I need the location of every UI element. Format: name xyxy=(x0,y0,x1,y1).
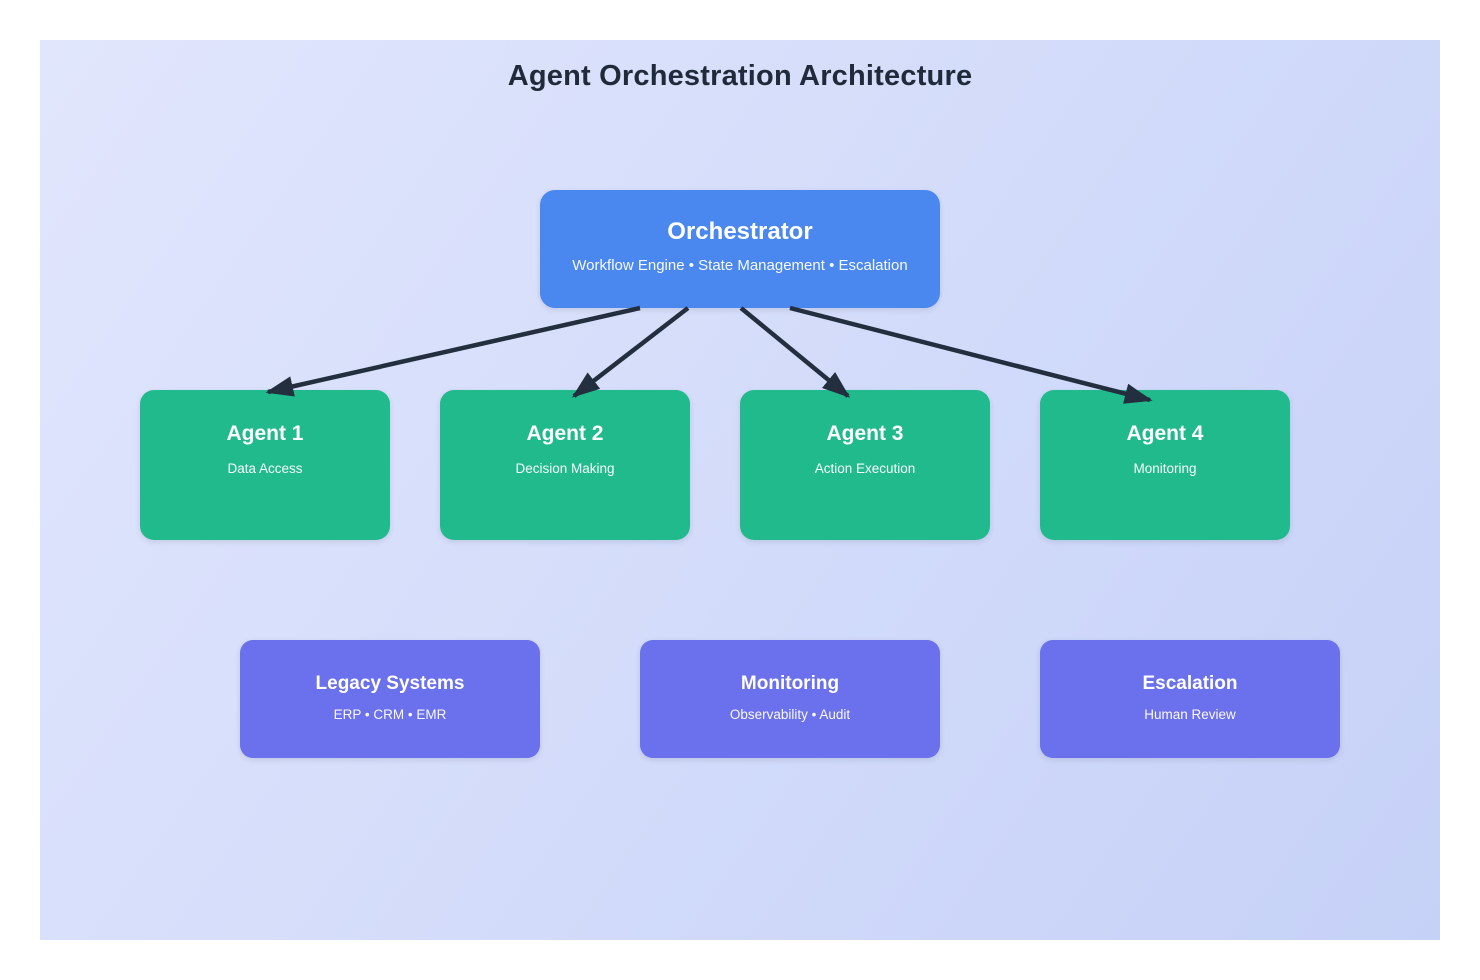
node-agent-3: Agent 3 Action Execution xyxy=(740,390,990,540)
agent-2-subtitle: Decision Making xyxy=(515,461,615,476)
agent-4-subtitle: Monitoring xyxy=(1133,461,1197,476)
agent-1-subtitle: Data Access xyxy=(227,461,303,476)
node-monitoring: Monitoring Observability • Audit xyxy=(640,640,940,758)
legacy-systems-title: Legacy Systems xyxy=(315,673,465,694)
legacy-systems-subtitle: ERP • CRM • EMR xyxy=(333,707,447,722)
agent-2-title: Agent 2 xyxy=(526,422,604,445)
orchestrator-subtitle: Workflow Engine • State Management • Esc… xyxy=(572,257,908,274)
node-legacy-systems: Legacy Systems ERP • CRM • EMR xyxy=(240,640,540,758)
agent-4-title: Agent 4 xyxy=(1126,422,1204,445)
monitoring-title: Monitoring xyxy=(740,673,840,694)
diagram-panel: Agent Orchestration Architecture Orchest… xyxy=(40,40,1440,940)
node-orchestrator: Orchestrator Workflow Engine • State Man… xyxy=(540,190,940,308)
node-agent-1: Agent 1 Data Access xyxy=(140,390,390,540)
escalation-title: Escalation xyxy=(1142,673,1238,694)
node-agent-2: Agent 2 Decision Making xyxy=(440,390,690,540)
node-agent-4: Agent 4 Monitoring xyxy=(1040,390,1290,540)
node-escalation: Escalation Human Review xyxy=(1040,640,1340,758)
escalation-subtitle: Human Review xyxy=(1144,707,1236,722)
agent-3-subtitle: Action Execution xyxy=(814,461,916,476)
agent-3-title: Agent 3 xyxy=(826,422,904,445)
orchestrator-title: Orchestrator xyxy=(667,218,813,245)
agent-1-title: Agent 1 xyxy=(226,422,304,445)
diagram-title: Agent Orchestration Architecture xyxy=(507,60,973,92)
monitoring-subtitle: Observability • Audit xyxy=(729,707,851,722)
